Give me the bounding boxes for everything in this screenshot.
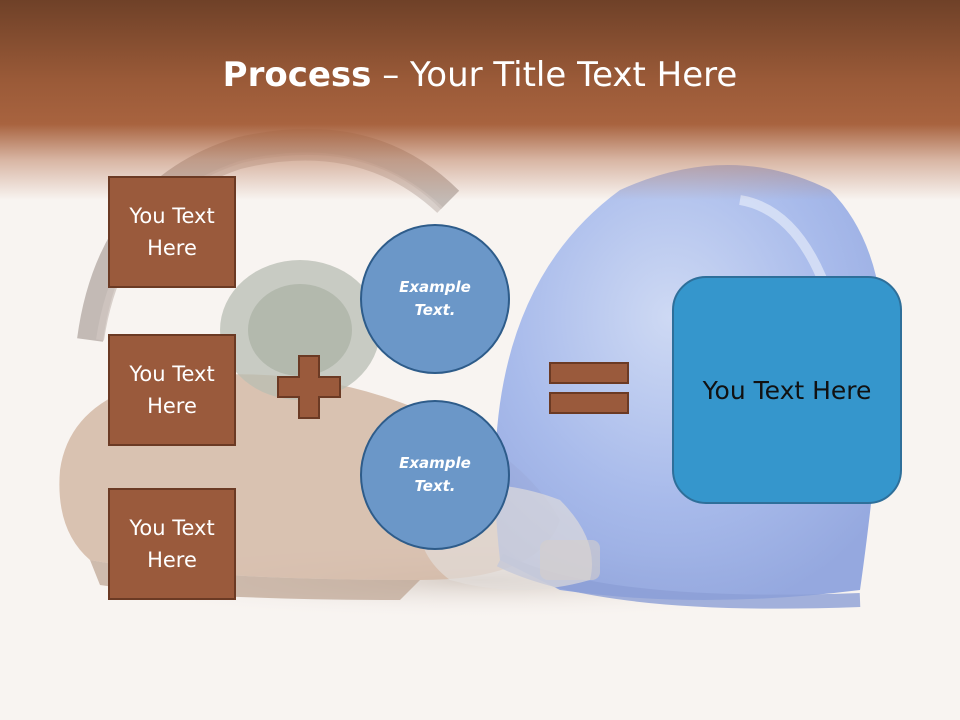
- left-box-2[interactable]: You Text Here: [108, 334, 236, 446]
- title-rest: Your Title Text Here: [410, 55, 738, 95]
- left-box-3[interactable]: You Text Here: [108, 488, 236, 600]
- equals-icon: [549, 362, 629, 414]
- left-box-1[interactable]: You Text Here: [108, 176, 236, 288]
- slide-title: Process – Your Title Text Here: [0, 52, 960, 98]
- circle-2-text: Example Text.: [399, 454, 471, 495]
- title-dash: –: [371, 55, 411, 95]
- circle-1[interactable]: Example Text.: [360, 224, 510, 374]
- circle-1-text: Example Text.: [399, 278, 471, 319]
- plus-icon: [277, 355, 341, 419]
- circle-2[interactable]: Example Text.: [360, 400, 510, 550]
- title-bold: Process: [222, 55, 372, 95]
- header-band: [0, 0, 960, 200]
- result-box[interactable]: You Text Here: [672, 276, 902, 504]
